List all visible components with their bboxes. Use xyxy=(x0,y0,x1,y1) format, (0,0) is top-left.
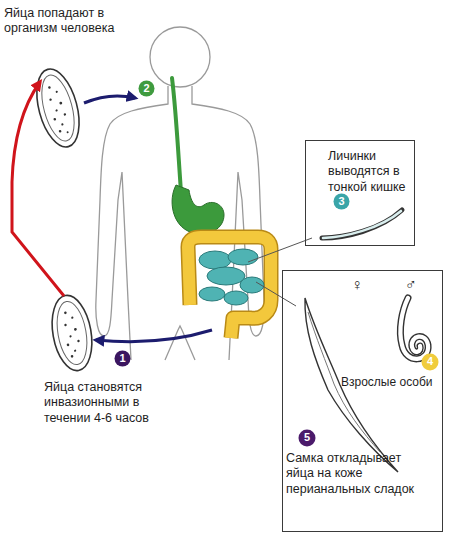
egg-dots xyxy=(61,310,82,358)
intestine-loop xyxy=(207,267,245,285)
stage-caption: Яйца становятся инвазионными в течении 4… xyxy=(44,380,169,426)
egg xyxy=(47,292,98,373)
head-outline xyxy=(150,27,210,87)
sex-symbol: ♀ xyxy=(351,275,373,295)
large-intestine xyxy=(188,237,271,338)
body-outline xyxy=(165,326,195,360)
callout-number: 2 xyxy=(138,80,155,97)
egg xyxy=(29,64,86,151)
larva-body xyxy=(323,211,401,238)
callout-number: 5 xyxy=(298,429,316,447)
leader-line xyxy=(248,238,312,262)
human-silhouette xyxy=(96,27,264,360)
callout-number: 3 xyxy=(333,193,350,210)
callout-circle-shape xyxy=(422,354,439,371)
stage-text: Взрослые особи xyxy=(341,375,445,390)
egg-membrane xyxy=(36,72,81,145)
reinfection-arrow xyxy=(12,82,64,296)
leader-line xyxy=(256,282,296,306)
larva xyxy=(322,210,402,238)
intestine-loop xyxy=(228,249,258,265)
intestine-loop xyxy=(224,291,248,305)
callout-number: 1 xyxy=(114,350,131,367)
egg-dots xyxy=(45,84,71,136)
callout-circle-shape xyxy=(115,351,131,367)
callout-number: 4 xyxy=(421,353,439,371)
egg-shell xyxy=(47,292,98,373)
egg-shell xyxy=(29,64,86,151)
stage-caption: Яйца попадают в организм человека xyxy=(4,6,144,37)
intestine-loop xyxy=(199,251,231,269)
stage-box: Личинки выводятся в тонкой кишке3 xyxy=(305,140,415,246)
sex-symbol: ♂ xyxy=(405,275,427,295)
callout-circle-shape xyxy=(334,194,350,210)
callout-number-text: 4 xyxy=(421,353,439,371)
callout-circle-shape xyxy=(139,81,155,97)
callout-number-text: 3 xyxy=(333,193,350,210)
callout-number-text: 5 xyxy=(298,429,316,447)
stage-box: ♀ ♂ Взрослые особиСамка откладывает яйца н… xyxy=(282,270,443,532)
stage-text: Личинки выводятся в тонкой кишке xyxy=(328,149,414,195)
callout-number-text: 1 xyxy=(114,350,131,367)
stomach xyxy=(172,185,224,234)
male-worm xyxy=(400,298,428,359)
ingestion-arrow xyxy=(84,96,135,103)
egg-membrane xyxy=(53,299,92,367)
stage-text: Самка откладывает яйца на коже перианаль… xyxy=(286,451,418,497)
body-outline xyxy=(96,86,168,360)
callout-circle-shape xyxy=(299,430,316,447)
egg-laying-arrow xyxy=(96,330,212,342)
small-intestine xyxy=(199,249,264,305)
intestine-loop xyxy=(199,287,225,301)
callout-number-text: 2 xyxy=(138,80,155,97)
large-intestine-outline xyxy=(188,237,271,338)
male-worm-body xyxy=(400,298,428,359)
esophagus xyxy=(172,78,181,192)
